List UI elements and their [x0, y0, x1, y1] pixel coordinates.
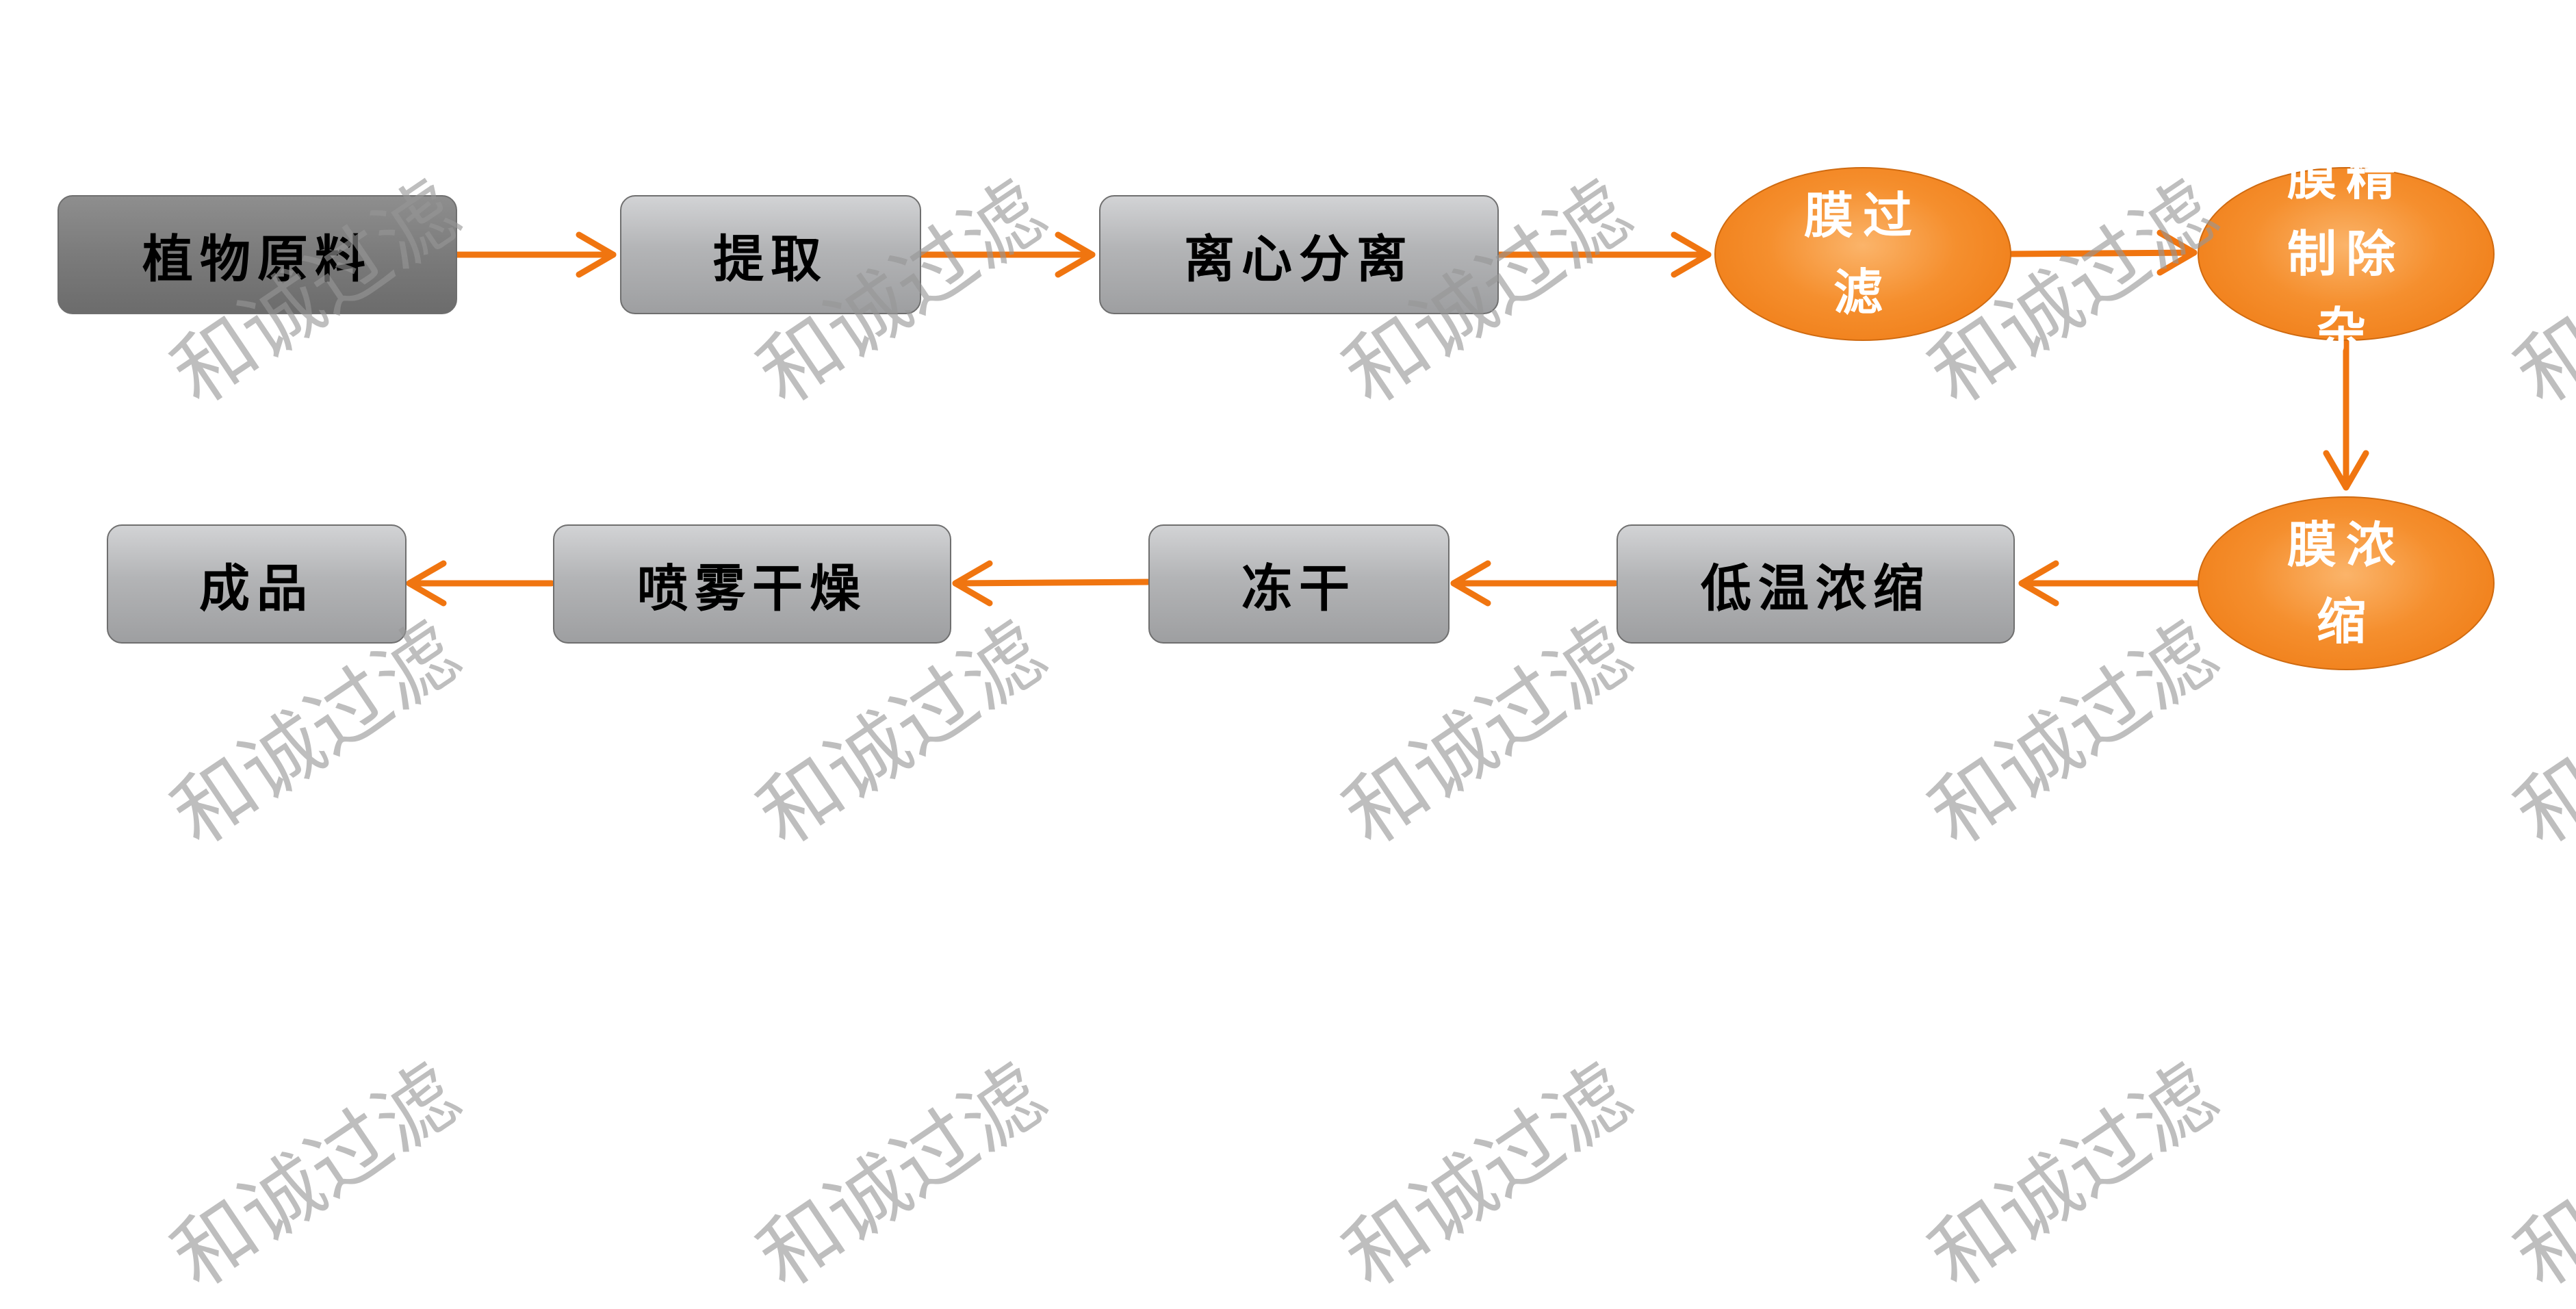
- step-membrane-refine: 膜精制除杂: [2198, 148, 2495, 359]
- arrow-concentrate-to-low-temp: [2018, 560, 2202, 607]
- arrow-membrane-filter-to-refine: [2005, 229, 2198, 276]
- step-raw-material: 植物原料: [57, 195, 457, 314]
- step-extract: 提取: [620, 195, 921, 314]
- arrow-centrifuge-to-membrane-filter: [1495, 231, 1712, 278]
- step-freeze-dry: 冻干: [1148, 524, 1450, 644]
- step-membrane-concentrate-label: 膜浓缩: [2287, 516, 2405, 650]
- arrow-low-temp-to-freeze-dry: [1450, 560, 1619, 607]
- step-membrane-refine-label: 膜精制除杂: [2287, 148, 2405, 359]
- arrow-extract-to-centrifuge: [918, 231, 1096, 278]
- arrow-spray-dry-to-product: [406, 560, 555, 607]
- step-membrane-concentrate: 膜浓缩: [2198, 496, 2495, 670]
- arrow-raw-to-extract: [454, 231, 617, 278]
- flow-diagram: 植物原料 提取 离心分离 膜过滤 膜精制除杂 膜浓缩 低温浓缩 冻干 喷雾干燥 …: [57, 148, 2576, 1306]
- step-centrifuge: 离心分离: [1099, 195, 1499, 314]
- step-spray-dry: 喷雾干燥: [553, 524, 951, 644]
- step-membrane-filter: 膜过滤: [1714, 167, 2011, 341]
- step-low-temp-concentrate: 低温浓缩: [1617, 524, 2015, 644]
- arrow-refine-to-concentrate: [2323, 336, 2369, 491]
- arrow-layer: [406, 229, 2369, 607]
- arrow-freeze-dry-to-spray-dry: [952, 560, 1153, 607]
- step-product: 成品: [107, 524, 407, 644]
- step-membrane-filter-label: 膜过滤: [1803, 186, 1922, 321]
